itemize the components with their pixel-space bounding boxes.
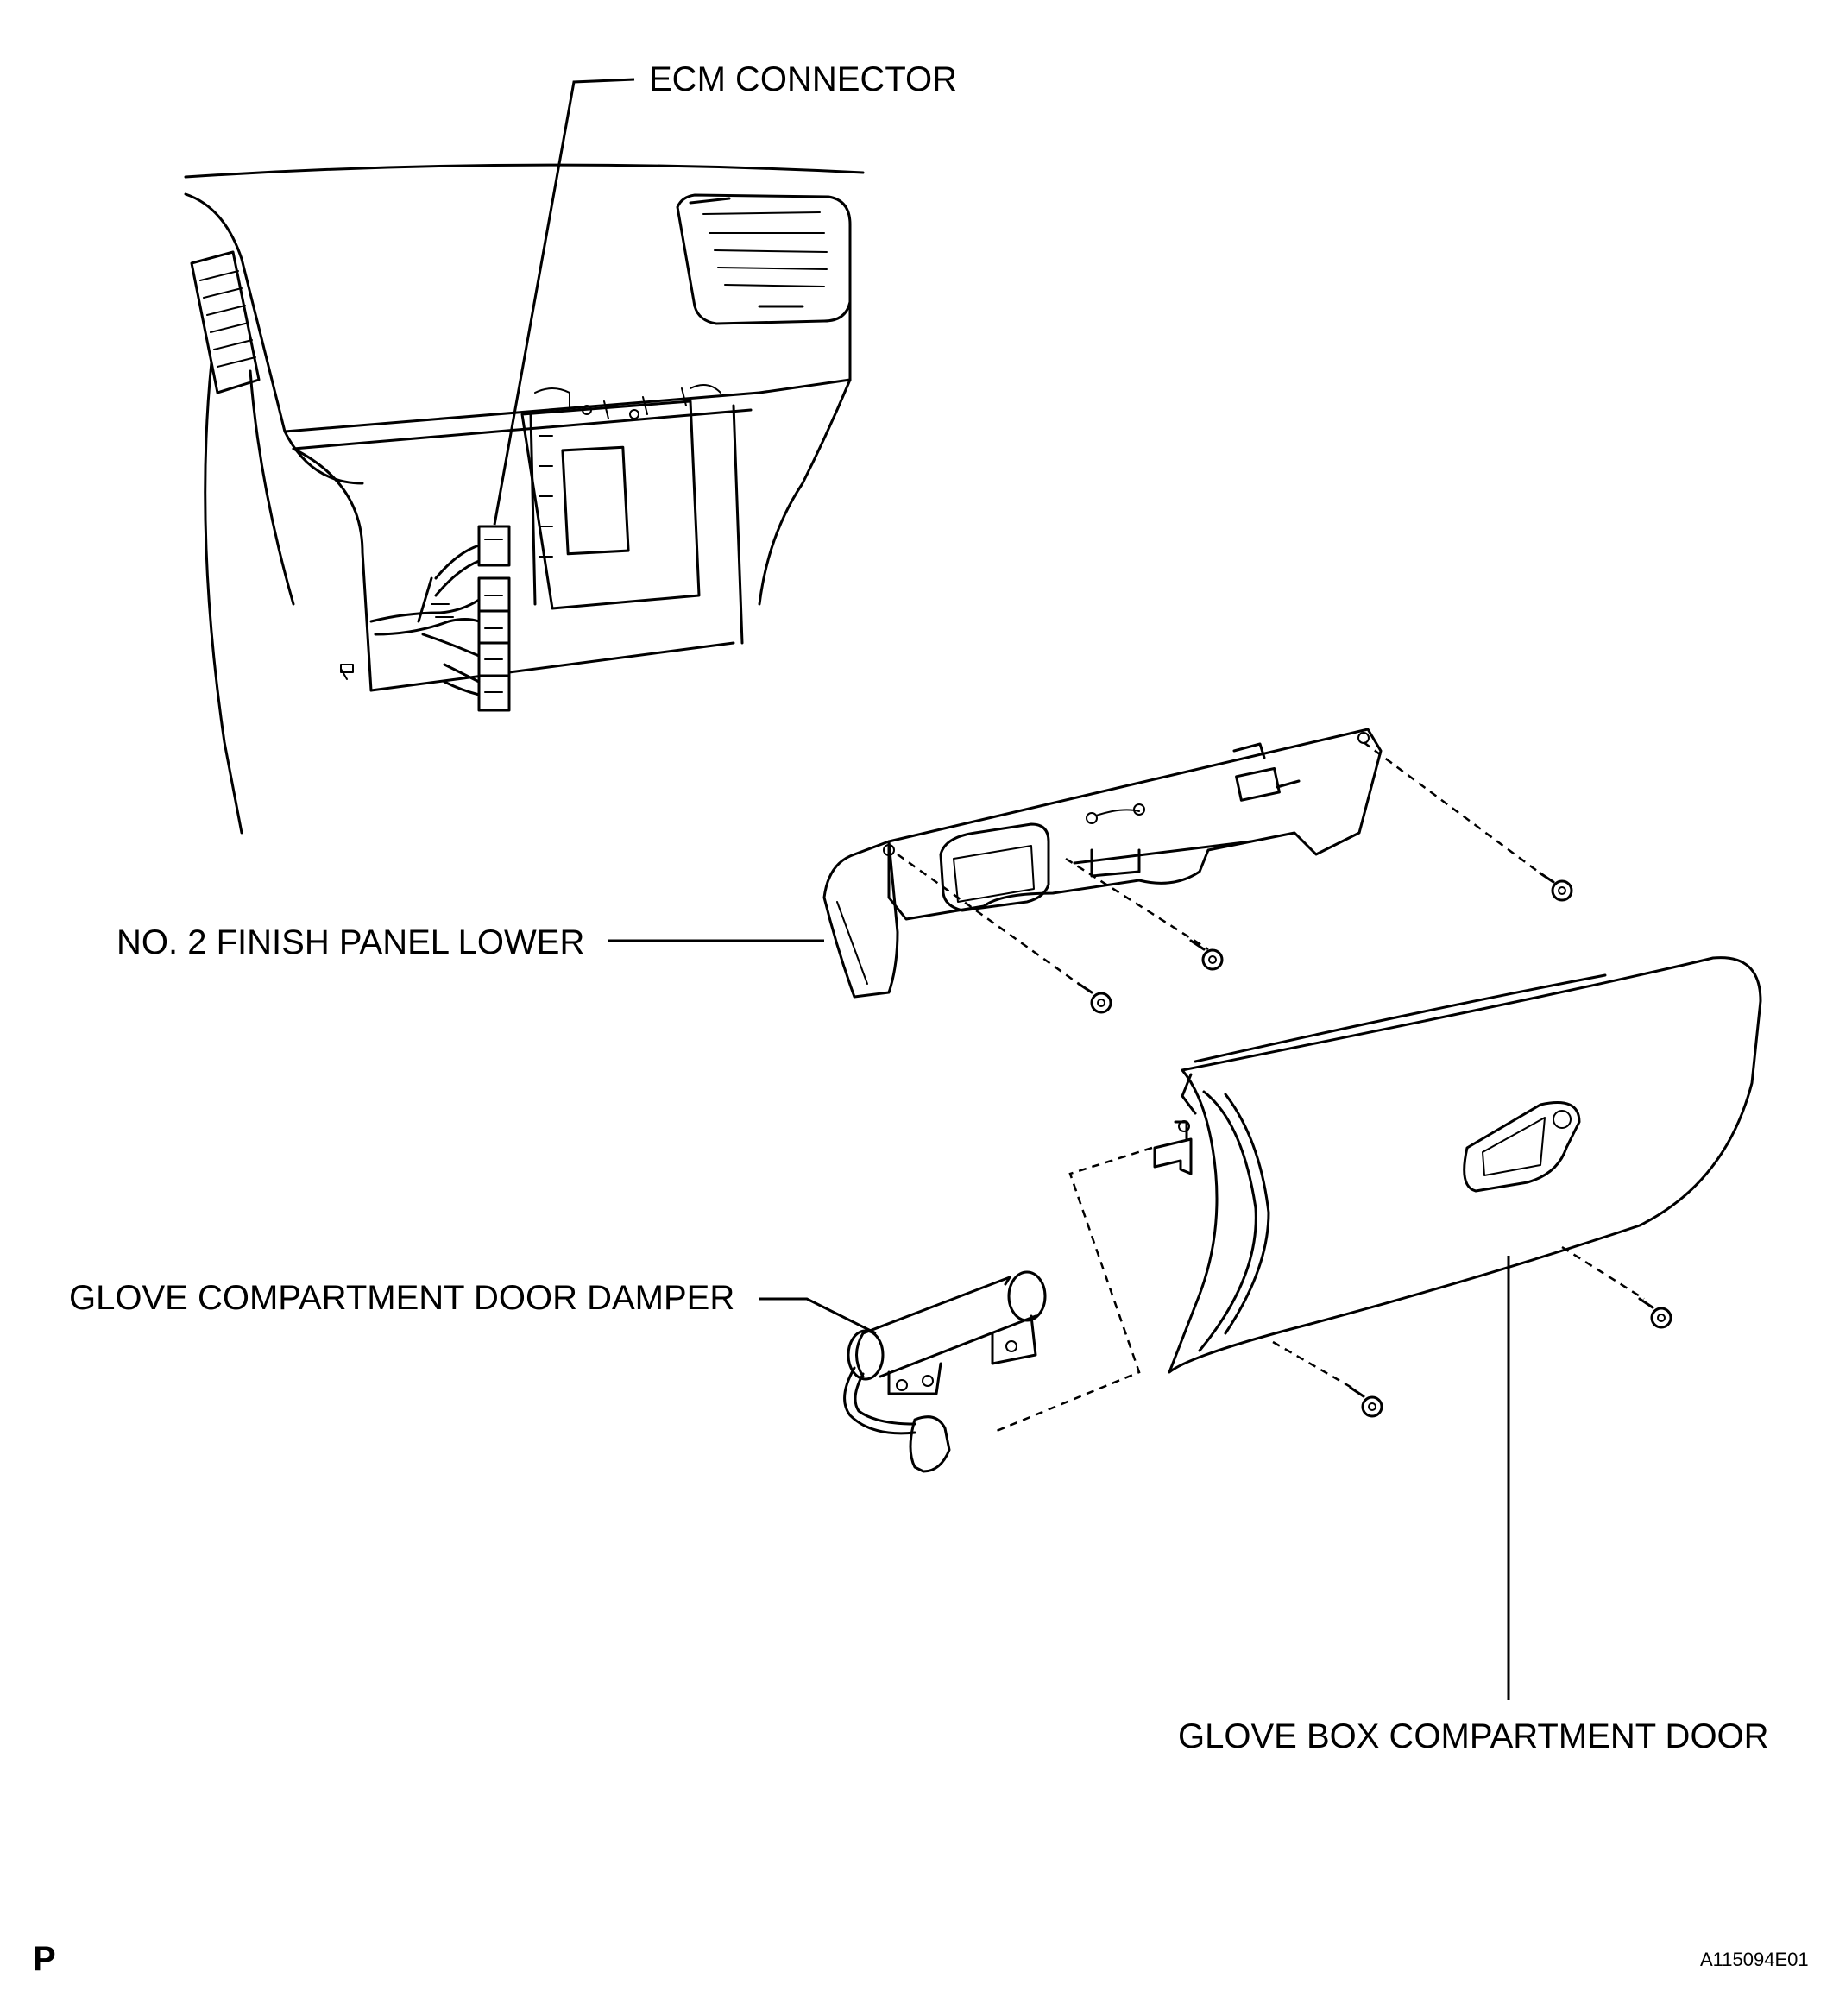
- ecm-module: [520, 384, 721, 610]
- screw: [1189, 939, 1224, 971]
- label-glove-box-door: GLOVE BOX COMPARTMENT DOOR: [1178, 1717, 1769, 1755]
- finish-panel-illustration: [608, 728, 1573, 1014]
- door-damper-illustration: [759, 1270, 1047, 1473]
- label-ecm-connector: ECM CONNECTOR: [649, 60, 957, 98]
- ecm-connectors: [369, 525, 511, 712]
- right-air-vent: [676, 193, 852, 325]
- left-air-vent: [190, 250, 261, 394]
- dashboard-illustration: [184, 78, 865, 835]
- screw: [1349, 1386, 1383, 1418]
- corner-letter: P: [33, 1940, 56, 1978]
- label-door-damper: GLOVE COMPARTMENT DOOR DAMPER: [69, 1279, 734, 1317]
- glove-box-door-illustration: [992, 956, 1762, 1700]
- screw: [1539, 872, 1573, 902]
- screw: [1638, 1297, 1672, 1329]
- label-finish-panel: NO. 2 FINISH PANEL LOWER: [117, 923, 584, 961]
- screw: [1077, 982, 1112, 1014]
- figure-code: A115094E01: [1700, 1949, 1809, 1970]
